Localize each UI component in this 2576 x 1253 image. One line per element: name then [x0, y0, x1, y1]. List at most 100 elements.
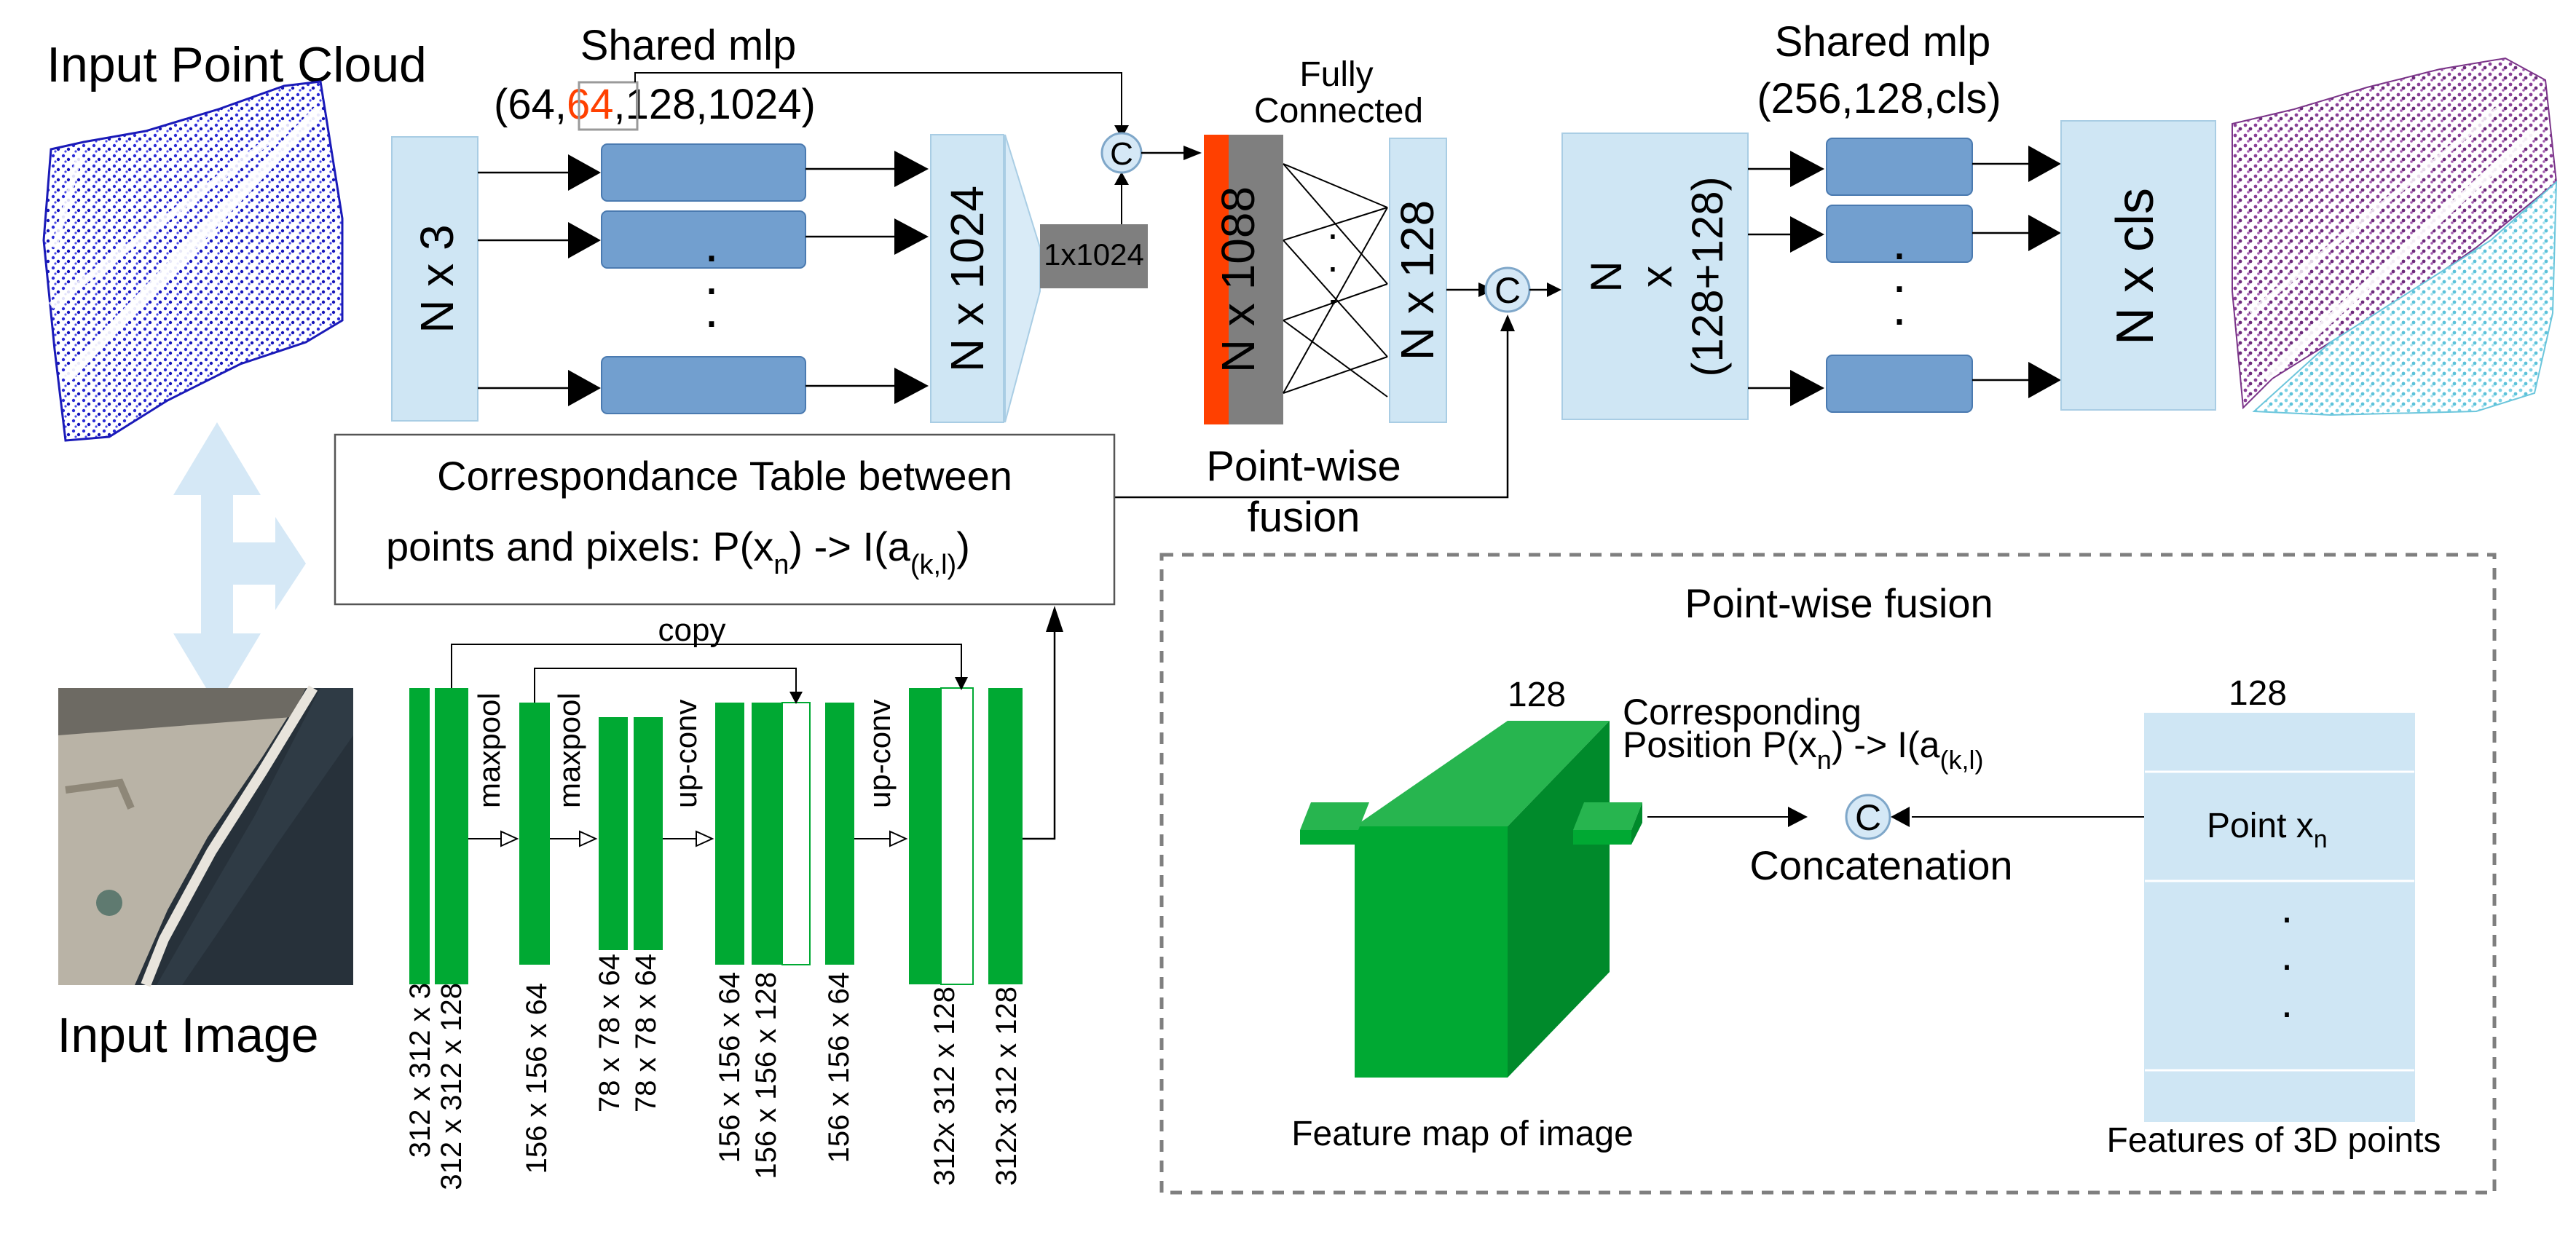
- op-upconv-1: up-conv: [669, 700, 703, 808]
- dim-label-2: 312 x 312 x 128: [436, 983, 468, 1190]
- unet-layer-5: [634, 717, 663, 950]
- block-n1024-label: N x 1024: [941, 186, 993, 372]
- unet-layer-1: [409, 688, 430, 984]
- dim-label-10: 312x 312 x 128: [990, 987, 1023, 1186]
- corr-pos-line2: Position P(xn) -> I(a(k,l): [1623, 724, 1983, 775]
- mlp1-row-2: [601, 210, 806, 269]
- block-mid-line3: (128+128): [1683, 176, 1732, 376]
- mlp1-spec-highlight: 64: [567, 81, 614, 128]
- mlp1-row-3: [601, 356, 806, 414]
- dim-label-4: 78 x 78 x 64: [594, 954, 626, 1112]
- fc-title-line2: Connected: [1254, 92, 1423, 130]
- dim-label-5: 78 x 78 x 64: [630, 954, 662, 1112]
- maxpool-funnel: [1004, 134, 1041, 423]
- point-xn-sub: n: [2314, 826, 2328, 853]
- fc-dot-2: ·: [1326, 243, 1340, 289]
- fc-title-line1: Fully: [1299, 55, 1373, 94]
- concatenation-label: Concatenation: [1749, 842, 2012, 888]
- corr-pos-mid: ) -> I(a: [1832, 724, 1940, 765]
- correspondence-to-fusion-line: [1114, 324, 1509, 499]
- global-feature-block: [1040, 224, 1148, 288]
- dim-label-8: 156 x 156 x 64: [823, 972, 855, 1163]
- features-3d-label: Features of 3D points: [2107, 1121, 2441, 1160]
- correspondence-sub-n: n: [773, 550, 789, 580]
- mlp1-output-arrowheads: [894, 151, 929, 404]
- block-n1088-orange: [1204, 135, 1229, 424]
- mlp2-dot-1: ·: [1891, 224, 1908, 282]
- correspondence-line2: points and pixels: P(xn) -> I(a(k,l)): [386, 523, 970, 580]
- mlp1-spec: (64,64,128,1024): [494, 81, 816, 128]
- block-n1088-gray: [1229, 135, 1283, 424]
- block-n3-label: N x 3: [411, 224, 463, 333]
- input-point-cloud-label: Input Point Cloud: [47, 37, 427, 92]
- block-n128-label: N x 128: [1391, 200, 1443, 361]
- skip-arrowhead: [1114, 125, 1129, 138]
- mlp1-input-arrows: [478, 171, 568, 390]
- op-maxpool-2: maxpool: [552, 692, 586, 808]
- block-n1088-label: N x 1088: [1212, 186, 1264, 373]
- correspondence-line2-mid: ) -> I(a: [789, 523, 910, 569]
- input-image-label: Input Image: [57, 1008, 318, 1063]
- copy-line-outer: [451, 644, 962, 688]
- mlp1-dot-1: ·: [703, 226, 720, 285]
- concat-symbol-1: C: [1110, 136, 1133, 172]
- copy-arrowhead-outer: [955, 677, 968, 690]
- op-upconv-2: up-conv: [862, 700, 897, 808]
- inset-frame: [1159, 553, 2497, 1195]
- mlp1-row-1: [601, 143, 806, 202]
- mlp2-input-arrows: [1748, 167, 1790, 390]
- unet-layer-2: [435, 688, 468, 984]
- unet-layer-10: [988, 688, 1023, 984]
- correspondence-line2-post: ): [956, 523, 970, 569]
- input-point-cloud-image: [42, 80, 344, 442]
- mlp1-spec-pre: (64,: [494, 81, 567, 128]
- mlp2-input-arrowheads: [1790, 151, 1824, 406]
- copy-label: copy: [658, 612, 726, 648]
- fusion-symbol: C: [1494, 270, 1521, 311]
- global-feature-label: 1x1024: [1044, 237, 1144, 272]
- corr-pos-pre: Position P(x: [1623, 724, 1817, 765]
- unet-to-correspondence-line: [1023, 622, 1056, 840]
- dim-label-7: 156 x 156 x 128: [750, 972, 782, 1179]
- mlp1-title: Shared mlp: [580, 22, 797, 69]
- pointwise-fusion-label-line1: Point-wise: [1206, 443, 1401, 490]
- concat-to-1088-arrowhead: [1183, 146, 1202, 160]
- correspondence-line1: Correspondance Table between: [437, 453, 1012, 499]
- features-dot-3: ·: [2280, 987, 2294, 1036]
- mlp2-output-arrowheads: [2028, 146, 2061, 398]
- dim-label-3: 156 x 156 x 64: [521, 983, 553, 1174]
- correspondence-table-box: [334, 433, 1116, 606]
- correspondence-sub-kl: (k,l): [910, 550, 956, 580]
- mlp2-dot-3: ·: [1891, 290, 1908, 348]
- fc-dot-3: ·: [1326, 276, 1340, 322]
- block-mid-line2: x: [1632, 266, 1681, 288]
- mlp2-dot-2: ·: [1891, 257, 1908, 315]
- unet-layers: [409, 688, 1023, 984]
- mlp2-row-3: [1826, 355, 1973, 413]
- mlp2-output-arrows: [1972, 162, 2028, 382]
- mlp1-highlight-box: [578, 81, 639, 131]
- point-xn-pre: Point x: [2207, 807, 2314, 845]
- unet-copy-block-1: [781, 702, 811, 965]
- features-dot-2: ·: [2280, 940, 2294, 989]
- skip-connection-line: [634, 72, 1122, 131]
- copy-arrowhead-inner: [789, 692, 803, 704]
- output-point-cloud-image: [2232, 57, 2558, 416]
- unet-layer-9: [909, 688, 941, 984]
- mlp2-row-1: [1826, 138, 1973, 196]
- inset-concat-symbol: C: [1855, 797, 1881, 838]
- block-ncls-label: N x cls: [2106, 188, 2165, 345]
- unet-layer-6: [715, 703, 744, 965]
- feature-map-cube: [1300, 721, 1642, 1078]
- unet-layer-3: [519, 703, 550, 965]
- features-dot-1: ·: [2280, 893, 2294, 941]
- features-3d-table: [2144, 713, 2415, 1122]
- correspondence-line2-pre: points and pixels: P(x: [386, 523, 773, 569]
- fc-connections: [1283, 163, 1388, 398]
- unet-copy-block-2: [940, 687, 974, 985]
- corr-pos-sub-n: n: [1817, 745, 1832, 775]
- block-ncls: [2060, 120, 2216, 411]
- inset-title: Point-wise fusion: [1685, 580, 1993, 626]
- cube-dim-label: 128: [1508, 676, 1566, 714]
